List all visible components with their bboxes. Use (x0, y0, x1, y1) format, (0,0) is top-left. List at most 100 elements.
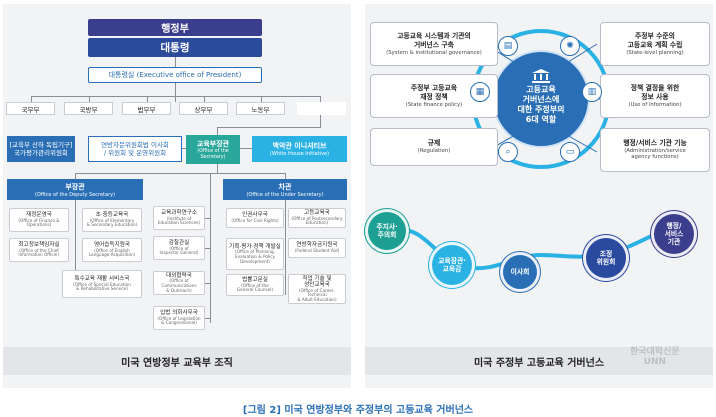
unit-box: 직업 기술 및 성인교육국(Office of Career, Technica… (288, 274, 346, 304)
unit-sub: (Federal Student Aid) (294, 247, 340, 253)
deputy-sub: (Office of the Deputy Secretary) (34, 191, 116, 198)
executive-office-label: 대통령실 (Executive office of President) (108, 71, 242, 79)
secretary-box: 교육부장관 (Office of the Secretary) (186, 135, 240, 164)
left-caption-bar: 미국 연방정부 교육부 조직 (3, 347, 351, 375)
president-label: 대통령 (160, 42, 190, 54)
unit-sub: (Office of Special Education & Rehabilit… (73, 281, 131, 292)
unit-title: 인권사무국 (242, 212, 268, 219)
role-sub: (State finance policy) (405, 101, 463, 108)
ministry-box: 교육부 (297, 102, 346, 115)
unit-sub: (Office for Civil Rights) (231, 217, 279, 223)
under-title: 차관 (278, 182, 292, 191)
unit-box: 최고정보책임자실(Office of the Chief Information… (9, 238, 69, 262)
whitehouse-initiative-box: 백악관 이니셔티브 (White House Initiative) (252, 136, 347, 162)
role-title: 주정부 고등교육 재정 정책 (410, 84, 458, 101)
institution-icon (532, 69, 550, 83)
unit-box: 연방학자금지원국(Federal Student Aid) (288, 238, 346, 258)
unit-title: 최고정보책임자실 (18, 242, 60, 249)
right-caption-bar: 미국 주정부 고등교육 거버넌스 (365, 347, 713, 375)
unit-sub: (Office of Finance & Operations) (18, 217, 60, 228)
executive-office-box: 대통령실 (Executive office of President) (88, 67, 262, 83)
folder-search-icon: ⌕ (498, 142, 518, 162)
deputy-title: 부장관 (65, 182, 85, 191)
ministry-box: 국무부 (6, 102, 55, 115)
flow-node: 이사회 (503, 255, 537, 289)
ministry-label: 교육부 (312, 105, 331, 114)
executive-branch-label: 행정부 (161, 24, 189, 35)
watermark-logo: 한국대학신문 UNN (630, 347, 680, 368)
unit-box: 기획·평가·정책 개발실(Office of Planning, Evaluat… (226, 238, 284, 270)
unit-box: 대외협력국(Office of Communications & Outreac… (153, 271, 205, 295)
secretary-title: 교육부장관 (196, 140, 230, 149)
unit-box: 법률고문실(Office of the General Counsel) (226, 274, 284, 296)
ministry-label: 상무부 (194, 105, 213, 114)
secretary-sub: (Office of the Secretary) (197, 149, 229, 160)
unit-title: 특수교육 재활 서비스국 (74, 276, 130, 283)
unit-box: 입법 의회사무국(Office of Legislation & Congres… (153, 306, 205, 330)
ministry-box: 상무부 (179, 102, 228, 115)
executive-branch-box: 행정부 (88, 19, 262, 36)
flow-node: 주지사· 주의회 (368, 212, 406, 250)
advisory-committee-box: 연방자문위원회법 이사회 / 위원회 및 운영위원회 (88, 136, 182, 162)
flow-node: 교육장관· 교육감 (432, 245, 472, 285)
under-sub: (Office of the Under Secretary) (246, 191, 324, 198)
center-label: 고등교육 거버넌스에 대한 주정부의 6대 역할 (517, 85, 565, 124)
role-sub: (State-level planning) (626, 49, 684, 56)
flow-label: 행정/ 서비스 기관 (664, 221, 684, 247)
role-title: 정책 결정을 위한 정보 사용 (630, 84, 680, 101)
unit-box: 교육과학연구소(Institute of Education Sciences) (153, 206, 205, 230)
unit-sub: (Office of English Language Acquisition) (88, 247, 136, 258)
unit-sub: (Office of Legislation & Congressional) (157, 315, 201, 326)
unit-title: 초·중등교육국 (95, 212, 129, 219)
lightbulb-icon: ✺ (560, 36, 580, 56)
unit-title: 영어습득지원국 (93, 242, 131, 249)
role-sub: (System & institutional governance) (386, 49, 482, 56)
right-caption: 미국 주정부 고등교육 거버넌스 (473, 357, 605, 369)
flow-label: 교육장관· 교육감 (438, 256, 466, 273)
unit-box: 초·중등교육국(Office of Elementary & Secondary… (82, 208, 142, 232)
ministry-label: 국무부 (21, 105, 40, 114)
unit-box: 감찰관실(Office of Inspector General) (153, 236, 205, 260)
under-secretary-box: 차관 (Office of the Under Secretary) (223, 179, 347, 200)
figure-caption: [그림 2] 미국 연방정부와 주정부의 고등교육 거버넌스 (0, 400, 716, 416)
flow-node: 행정/ 서비스 기관 (654, 214, 694, 254)
ministry-label: 노동부 (251, 105, 270, 114)
watermark-text: 한국대학신문 UNN (630, 347, 680, 367)
unit-title: 감찰관실 (168, 240, 190, 247)
ministry-box: 국방부 (64, 102, 113, 115)
role-box: 규제(Regulation) (370, 128, 498, 166)
center-node: 고등교육 거버넌스에 대한 주정부의 6대 역할 (501, 52, 581, 142)
advisory-committee-label: 연방자문위원회법 이사회 / 위원회 및 운영위원회 (101, 140, 169, 157)
unit-title: 입법 의회사무국 (160, 310, 198, 317)
ministry-label: 국방부 (79, 105, 98, 114)
flow-label: 이사회 (510, 267, 530, 276)
chart-icon: ▥ (582, 82, 602, 102)
role-title: 고등교육 시스템과 기관의 거버넌스 구축 (397, 32, 471, 49)
role-sub: (Administration/service agency functions… (624, 148, 686, 161)
deputy-secretary-box: 부장관 (Office of the Deputy Secretary) (7, 179, 143, 200)
left-caption: 미국 연방정부 교육부 조직 (121, 357, 233, 369)
flow-label: 주지사· 주의회 (376, 222, 398, 239)
unit-sub: (Office of Postsecondary Education) (291, 215, 343, 226)
ministry-label: 법무부 (137, 105, 156, 114)
unit-sub: (Office of Career, Technical & Adult Edu… (297, 287, 337, 302)
unit-title: 기획·평가·정책 개발실 (229, 243, 281, 250)
document-icon: ▤ (498, 36, 518, 56)
unit-title: 고등교육국 (304, 210, 330, 217)
role-title: 규제 (427, 139, 441, 148)
unit-sub: (Office of the General Counsel) (236, 282, 274, 293)
unit-box: 특수교육 재활 서비스국(Office of Special Education… (62, 270, 142, 298)
unit-title: 법률고문실 (242, 277, 268, 284)
unit-sub: (Office of Planning, Evaluation & Policy… (234, 249, 276, 264)
unit-sub: (Office of the Chief Information Officer… (18, 247, 60, 258)
role-box: 정책 결정을 위한 정보 사용(Use of information) (600, 74, 710, 118)
role-box: 고등교육 시스템과 기관의 거버넌스 구축(System & instituti… (370, 22, 498, 66)
role-title: 행정/서비스 기관 기능 (623, 139, 687, 148)
unit-box: 재정운영국(Office of Finance & Operations) (9, 208, 69, 232)
whitehouse-title: 백악관 이니셔티브 (272, 142, 327, 150)
whitehouse-sub: (White House Initiative) (269, 151, 330, 157)
unit-sub: (Office of Elementary & Secondary Educat… (86, 217, 138, 228)
browser-icon: ▦ (470, 82, 490, 102)
unit-title: 교육과학연구소 (160, 210, 198, 217)
ministry-box: 법무부 (122, 102, 171, 115)
